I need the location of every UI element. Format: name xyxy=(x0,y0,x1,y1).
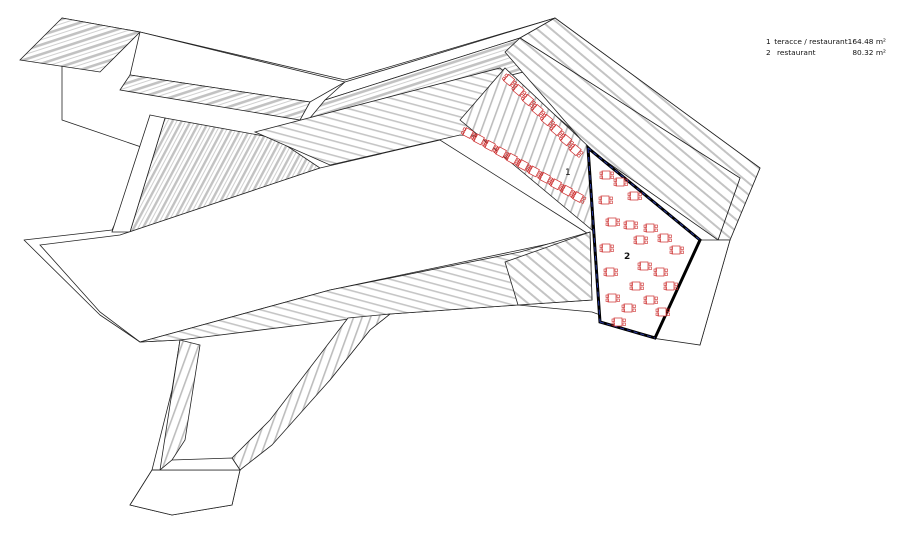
table-set xyxy=(526,165,543,179)
legend-number: 1 xyxy=(766,37,771,46)
table-set xyxy=(501,73,518,88)
table-set xyxy=(559,184,576,198)
table-set xyxy=(605,293,620,303)
table-set xyxy=(549,123,565,138)
table-set xyxy=(643,223,658,233)
table-set xyxy=(520,93,537,108)
table-set xyxy=(643,295,658,305)
table-set xyxy=(558,133,575,148)
table-set xyxy=(599,243,614,253)
table-set xyxy=(633,235,648,245)
legend-label: teracce / restaurant xyxy=(774,37,848,46)
table-set xyxy=(663,281,678,291)
table-set xyxy=(568,143,584,158)
table-set xyxy=(629,281,644,291)
table-set xyxy=(611,317,626,327)
table-set xyxy=(598,195,613,205)
table-set xyxy=(460,127,477,141)
lower-ramp xyxy=(129,231,593,516)
right-roof-panel xyxy=(504,17,761,241)
table-set xyxy=(515,159,532,173)
table-set xyxy=(599,170,614,180)
table-set xyxy=(482,139,499,153)
table-set xyxy=(627,191,642,201)
table-set xyxy=(623,220,638,230)
table-set xyxy=(548,178,565,192)
table-set xyxy=(537,171,554,185)
terrace-tables xyxy=(460,73,587,205)
area-legend: 1 teracce / restaurant 164.48 m² 2 resta… xyxy=(766,37,886,59)
room-label-restaurant: 2 xyxy=(624,252,631,262)
legend-area: 164.48 m² xyxy=(847,37,886,46)
table-set xyxy=(493,146,510,160)
table-set xyxy=(511,83,527,98)
table-set xyxy=(530,103,546,118)
table-set xyxy=(653,267,668,277)
table-set xyxy=(669,245,684,255)
table-set xyxy=(655,307,670,317)
restaurant-tables xyxy=(598,170,684,327)
table-set xyxy=(637,261,652,271)
table-set xyxy=(471,133,488,147)
table-set xyxy=(621,303,636,313)
legend-area: 80.32 m² xyxy=(852,48,886,57)
legend-row-restaurant: 2 restaurant 80.32 m² xyxy=(766,48,886,59)
legend-label: restaurant xyxy=(777,48,816,57)
legend-number: 2 xyxy=(766,48,771,57)
room-label-terrace: 1 xyxy=(565,168,571,178)
table-set xyxy=(570,191,587,205)
table-set xyxy=(657,233,672,243)
table-set xyxy=(539,113,556,128)
legend-row-terrace: 1 teracce / restaurant 164.48 m² xyxy=(766,37,886,48)
table-set xyxy=(605,217,620,227)
table-set xyxy=(504,152,521,166)
table-set xyxy=(603,267,618,277)
table-set xyxy=(613,177,628,187)
